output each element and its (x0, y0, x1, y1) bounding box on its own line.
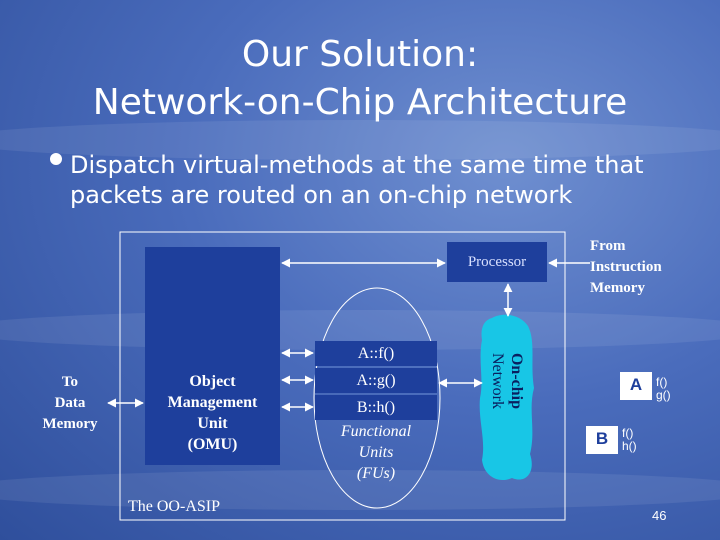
omu-box (145, 247, 280, 465)
page-number: 46 (652, 508, 667, 523)
object-b-label: B (595, 429, 609, 448)
object-b-box (586, 426, 618, 454)
fu-ellipse (313, 287, 441, 509)
processor-box (447, 242, 547, 282)
to-data-memory-label: To Data Memory (42, 374, 98, 432)
slide-title-line-2: Network-on-Chip Architecture (92, 82, 628, 123)
fu-method-2: A::g() (356, 372, 396, 389)
bullet-text: Dispatch virtual-methods at the same tim… (70, 151, 644, 209)
fu-caption: Functional Units (FUs) (340, 423, 412, 482)
fu-box-3 (315, 395, 437, 420)
fu-method-1: A::f() (357, 345, 395, 362)
omu-label: Object Management Unit (OMU) (167, 373, 258, 453)
object-a-methods: f() g() (656, 375, 671, 402)
from-instruction-memory-label: From Instruction Memory (590, 238, 662, 296)
network-label: On-chip Network (489, 352, 525, 409)
slide-title-line-1: Our Solution: (241, 34, 479, 75)
fu-method-3: B::h() (356, 399, 396, 416)
object-a-label: A (629, 375, 643, 394)
object-b-methods: f() h() (622, 426, 637, 453)
fu-box-1 (315, 341, 437, 366)
asip-frame (119, 231, 566, 521)
bullet-dot-icon: • (50, 153, 62, 165)
asip-label: The OO-ASIP (128, 498, 220, 515)
processor-label: Processor (467, 254, 527, 270)
object-a-box (620, 372, 652, 400)
network-blob (479, 314, 534, 480)
fu-box-2 (315, 368, 437, 393)
